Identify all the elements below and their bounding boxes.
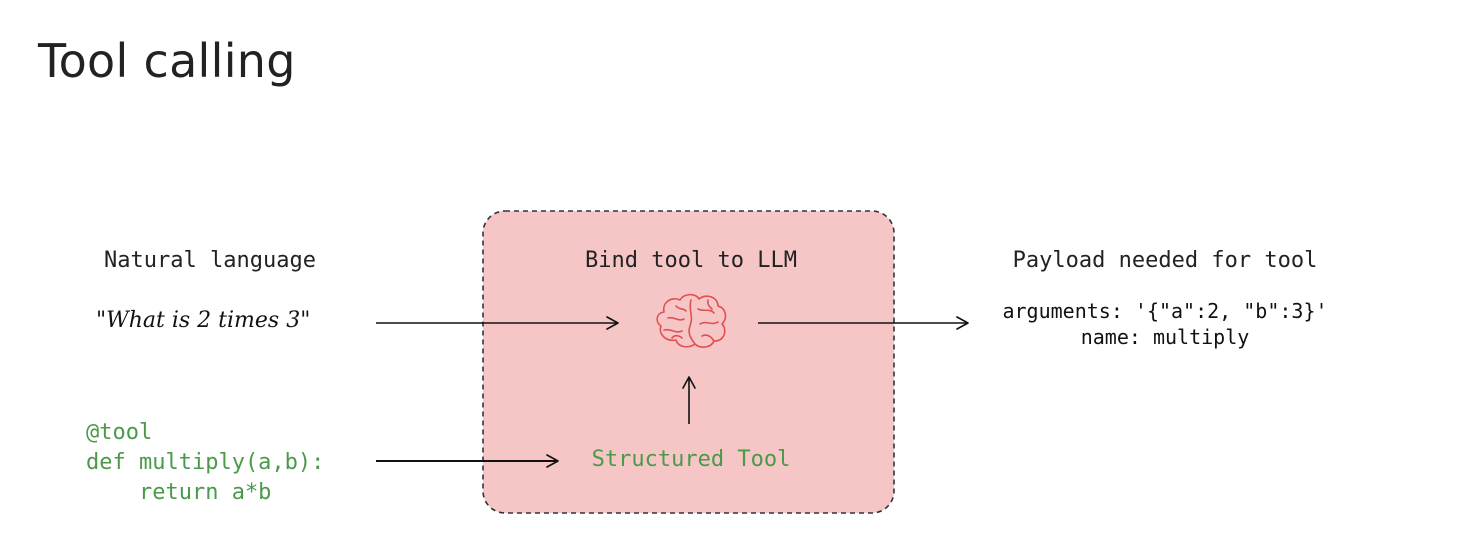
payload-name: name: multiply <box>1080 325 1250 349</box>
tool-code-block: @tool def multiply(a,b): return a*b <box>86 418 324 508</box>
payload-arguments: arguments: '{"a":2, "b":3}' <box>1002 299 1328 323</box>
page-title: Tool calling <box>38 34 296 88</box>
bind-box-heading: Bind tool to LLM <box>585 248 797 273</box>
bind-box <box>482 210 895 514</box>
natural-language-query: "What is 2 times 3" <box>96 308 311 333</box>
payload-content: arguments: '{"a":2, "b":3}' name: multip… <box>1002 298 1327 350</box>
structured-tool-label: Structured Tool <box>591 447 791 472</box>
code-line: return a*b <box>86 480 272 505</box>
code-line: @tool <box>86 420 153 445</box>
brain-icon <box>656 293 727 348</box>
natural-language-heading: Natural language <box>104 248 316 273</box>
code-line: def multiply(a,b): <box>86 450 325 475</box>
payload-heading: Payload needed for tool <box>1012 248 1318 273</box>
